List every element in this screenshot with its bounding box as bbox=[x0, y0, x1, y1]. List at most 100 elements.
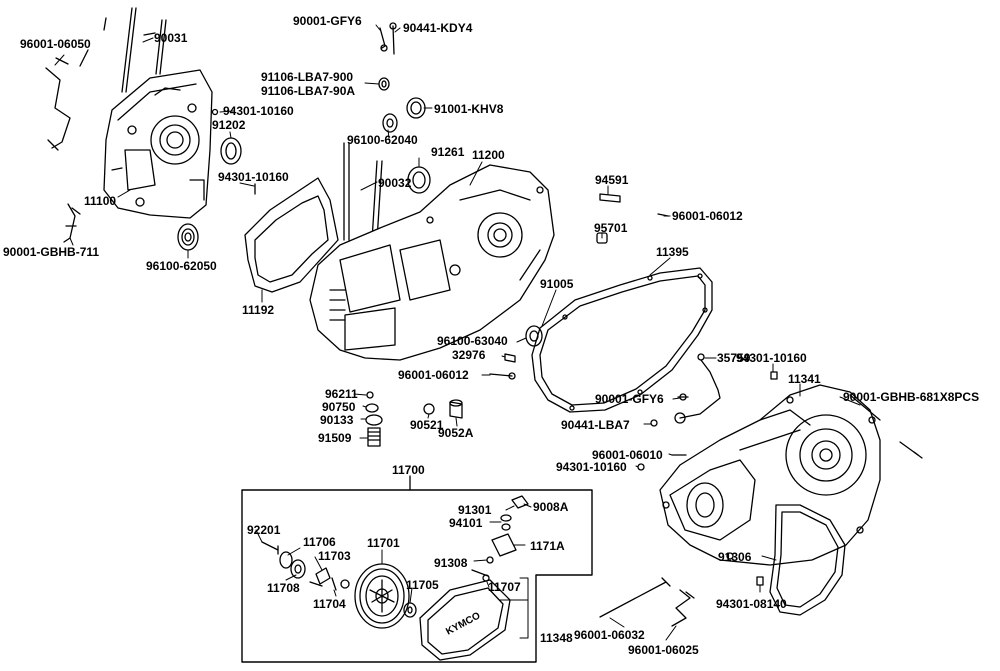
label-11100: 11100 bbox=[84, 194, 117, 208]
label-96100-62050: 96100-62050 bbox=[146, 259, 217, 273]
label-90441-KDY4: 90441-KDY4 bbox=[403, 21, 473, 35]
label-91306: 91306 bbox=[718, 550, 752, 564]
part-11703 bbox=[309, 567, 331, 587]
washers-91106 bbox=[378, 77, 390, 91]
part-11704 bbox=[331, 577, 350, 591]
label-90133: 90133 bbox=[320, 413, 354, 427]
label-90031: 90031 bbox=[154, 31, 188, 45]
label-92201: 92201 bbox=[247, 523, 281, 537]
callout-box-11700 bbox=[241, 475, 593, 663]
label-11395: 11395 bbox=[656, 245, 689, 259]
label-96001-06032: 96001-06032 bbox=[574, 628, 645, 642]
label-94301-08140: 94301-08140 bbox=[716, 597, 787, 611]
label-91509: 91509 bbox=[318, 431, 352, 445]
label-91005: 91005 bbox=[540, 277, 574, 291]
part-11706 bbox=[279, 551, 293, 569]
label-9052A: 9052A bbox=[438, 426, 474, 440]
label-90001-GFY6-mid: 90001-GFY6 bbox=[595, 392, 664, 406]
part-90521 bbox=[423, 403, 435, 415]
part-11707 bbox=[471, 569, 490, 582]
crankcase-left-11100 bbox=[103, 69, 213, 219]
seal-91001-KHV8 bbox=[406, 97, 426, 119]
label-96001-06012-b: 96001-06012 bbox=[398, 368, 469, 382]
bearing-96100-62050 bbox=[177, 223, 199, 251]
label-96001-06012-a: 96001-06012 bbox=[672, 209, 743, 223]
part-94591 bbox=[599, 193, 621, 203]
label-96001-06010: 96001-06010 bbox=[592, 448, 663, 462]
label-91202: 91202 bbox=[212, 118, 246, 132]
cover-11348: KYMCO bbox=[419, 579, 511, 661]
label-91106-LBA7-900: 91106-LBA7-900 bbox=[261, 70, 354, 84]
pulley-11701 bbox=[354, 563, 410, 629]
left-cover-11341 bbox=[659, 384, 881, 566]
label-91001-KHV8: 91001-KHV8 bbox=[434, 102, 504, 116]
label-91106-LBA7-90A: 91106-LBA7-90A bbox=[261, 84, 356, 98]
gasket-11395 bbox=[531, 267, 713, 413]
part-32976 bbox=[504, 353, 516, 363]
small-parts-stack bbox=[365, 391, 383, 447]
label-94591: 94591 bbox=[595, 173, 629, 187]
pipe-90441-KDY4 bbox=[389, 22, 397, 55]
label-11708: 11708 bbox=[267, 581, 300, 595]
leader-lines bbox=[54, 24, 861, 641]
label-91308: 91308 bbox=[434, 556, 468, 570]
label-11704: 11704 bbox=[313, 597, 346, 611]
gasket-11192 bbox=[244, 177, 339, 293]
studs-90032 bbox=[343, 142, 383, 241]
part-9052A bbox=[449, 399, 463, 419]
label-90001-GBHB-711: 90001-GBHB-711 bbox=[3, 245, 100, 259]
label-11192: 11192 bbox=[242, 303, 275, 317]
label-90032: 90032 bbox=[378, 176, 412, 190]
studs-96001-06050 bbox=[45, 49, 89, 151]
label-11703: 11703 bbox=[318, 549, 351, 563]
label-32976: 32976 bbox=[452, 348, 486, 362]
bolts-96001-06025 bbox=[671, 589, 695, 627]
label-11348: 11348 bbox=[540, 631, 573, 645]
label-90001-GFY6-top: 90001-GFY6 bbox=[293, 14, 362, 28]
label-96211: 96211 bbox=[325, 387, 358, 401]
part-11708 bbox=[290, 559, 306, 579]
label-91261: 91261 bbox=[431, 145, 465, 159]
label-96100-62040: 96100-62040 bbox=[347, 133, 418, 147]
label-11341: 11341 bbox=[788, 372, 821, 386]
label-96001-06025: 96001-06025 bbox=[628, 643, 699, 657]
label-94301-10160-d: 94301-10160 bbox=[556, 460, 627, 474]
crankcase-right-11200 bbox=[309, 164, 555, 361]
label-96100-63040: 96100-63040 bbox=[437, 334, 508, 348]
label-94301-10160-a: 94301-10160 bbox=[223, 104, 294, 118]
label-35759: 35759 bbox=[717, 351, 751, 365]
label-95701: 95701 bbox=[594, 221, 628, 235]
seal-91202 bbox=[220, 137, 242, 165]
pipe-35759 bbox=[674, 353, 721, 424]
label-11701: 11701 bbox=[367, 536, 400, 550]
parts-9008A-1171A bbox=[486, 495, 529, 564]
label-11700: 11700 bbox=[392, 463, 425, 477]
studs-90031 bbox=[103, 7, 167, 93]
pin-94301-10160-right bbox=[770, 371, 778, 380]
label-94101: 94101 bbox=[449, 516, 483, 530]
pin-94301-08140 bbox=[756, 576, 764, 586]
bolt-90441-LBA7 bbox=[650, 419, 658, 427]
bolt-90001-GBHB-681X8PCS bbox=[899, 441, 923, 459]
label-90521: 90521 bbox=[410, 418, 444, 432]
pin-94301-10160-lower bbox=[637, 463, 645, 471]
label-94301-10160-c: 94301-10160 bbox=[736, 351, 807, 365]
label-91301: 91301 bbox=[458, 503, 492, 517]
label-1171A: 1171A bbox=[530, 539, 565, 553]
part-92201 bbox=[261, 541, 279, 555]
label-96001-06050: 96001-06050 bbox=[20, 37, 91, 51]
bolt-90001-GFY6-mid bbox=[677, 393, 689, 401]
label-11707: 11707 bbox=[488, 580, 521, 594]
bolt-96001-06012-mid bbox=[489, 372, 516, 380]
label-9008A: 9008A bbox=[533, 500, 569, 514]
label-11705: 11705 bbox=[406, 578, 439, 592]
label-94301-10160-b: 94301-10160 bbox=[218, 170, 289, 184]
pins-94301-10160 bbox=[211, 108, 256, 195]
label-90441-LBA7: 90441-LBA7 bbox=[561, 418, 630, 432]
bolts-90001-GBHB-711 bbox=[63, 203, 81, 243]
bolts-96001-06032 bbox=[599, 577, 671, 618]
label-90750: 90750 bbox=[322, 400, 356, 414]
bearing-96100-62040 bbox=[382, 113, 398, 133]
